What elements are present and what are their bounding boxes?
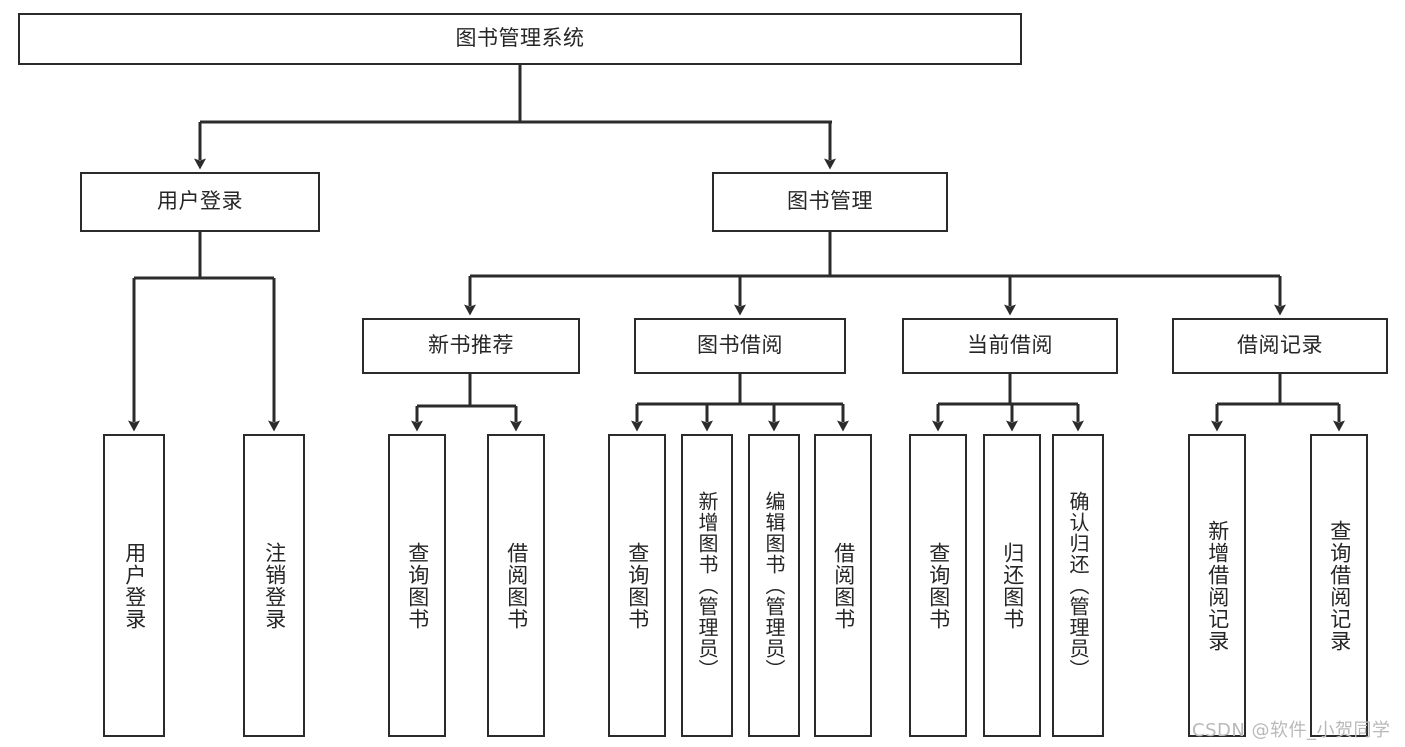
node-label: 借阅图书 bbox=[504, 541, 529, 630]
node-book-borrow[interactable]: 图书借阅 bbox=[634, 318, 846, 374]
node-leaf-confirm-return-admin[interactable]: 确认归还（管理员） bbox=[1052, 434, 1104, 737]
node-book-management[interactable]: 图书管理 bbox=[712, 172, 948, 232]
node-leaf-add-borrow-record[interactable]: 新增借阅记录 bbox=[1188, 434, 1246, 737]
node-label: 新增图书（管理员） bbox=[695, 491, 719, 680]
node-label: 用户登录 bbox=[122, 541, 147, 630]
node-leaf-user-login[interactable]: 用户登录 bbox=[103, 434, 165, 737]
node-label: 当前借阅 bbox=[967, 333, 1053, 358]
node-label: 借阅图书 bbox=[831, 541, 856, 630]
node-user-login[interactable]: 用户登录 bbox=[80, 172, 320, 232]
node-label: 图书管理 bbox=[787, 189, 873, 214]
node-label: 编辑图书（管理员） bbox=[762, 491, 786, 680]
node-leaf-query-borrow-record[interactable]: 查询借阅记录 bbox=[1310, 434, 1368, 737]
node-leaf-add-book-admin[interactable]: 新增图书（管理员） bbox=[681, 434, 733, 737]
node-label: 新增借阅记录 bbox=[1205, 519, 1230, 652]
node-leaf-borrow-book-borrow[interactable]: 借阅图书 bbox=[814, 434, 872, 737]
node-root-book-management-system[interactable]: 图书管理系统 bbox=[18, 13, 1022, 65]
node-borrow-record[interactable]: 借阅记录 bbox=[1172, 318, 1388, 374]
node-leaf-logout[interactable]: 注销登录 bbox=[243, 434, 305, 737]
node-leaf-borrow-book-recommend[interactable]: 借阅图书 bbox=[487, 434, 545, 737]
node-label: 图书管理系统 bbox=[455, 26, 585, 51]
node-leaf-edit-book-admin[interactable]: 编辑图书（管理员） bbox=[748, 434, 800, 737]
node-label: 查询图书 bbox=[926, 541, 951, 630]
node-current-borrow[interactable]: 当前借阅 bbox=[902, 318, 1118, 374]
node-leaf-query-book-borrow[interactable]: 查询图书 bbox=[608, 434, 666, 737]
node-label: 图书借阅 bbox=[697, 333, 783, 358]
node-label: 查询图书 bbox=[625, 541, 650, 630]
node-leaf-query-book-current[interactable]: 查询图书 bbox=[909, 434, 967, 737]
node-label: 用户登录 bbox=[157, 189, 243, 214]
node-label: 确认归还（管理员） bbox=[1066, 491, 1090, 680]
node-label: 新书推荐 bbox=[428, 333, 514, 358]
node-label: 归还图书 bbox=[1000, 541, 1025, 630]
node-label: 查询图书 bbox=[405, 541, 430, 630]
node-new-book-recommend[interactable]: 新书推荐 bbox=[362, 318, 580, 374]
node-label: 注销登录 bbox=[262, 541, 287, 630]
node-label: 查询借阅记录 bbox=[1327, 519, 1352, 652]
watermark-text: CSDN @软件_小贺同学 bbox=[1192, 720, 1391, 741]
node-leaf-query-book-recommend[interactable]: 查询图书 bbox=[388, 434, 446, 737]
node-leaf-return-book[interactable]: 归还图书 bbox=[983, 434, 1041, 737]
node-label: 借阅记录 bbox=[1237, 333, 1323, 358]
